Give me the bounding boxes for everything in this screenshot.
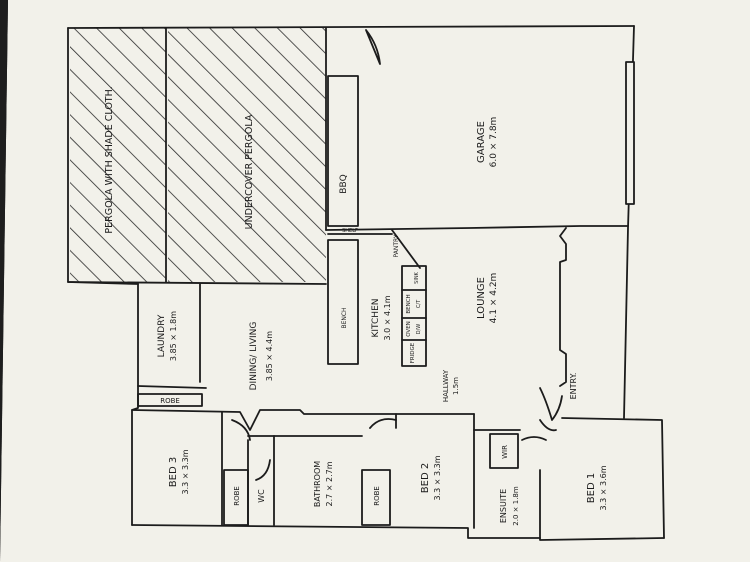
- kitchen-size: 3.0 × 4.1m: [383, 295, 392, 340]
- cooktop-label: C/T: [416, 299, 422, 308]
- fridge-label: FRIDGE: [410, 342, 416, 363]
- undercover-pergola-area: [168, 28, 326, 282]
- bed1-size: 3.3 × 3.6m: [599, 465, 608, 510]
- pantry-label: PANTRY: [393, 234, 400, 257]
- kitchen-pantry: [391, 229, 421, 269]
- laundry-bottom-wall: [137, 385, 207, 389]
- bedroom-wing-wall: [131, 409, 397, 431]
- bed2-name: BED 2: [420, 463, 431, 493]
- ensuite-name: ENSUITE: [499, 489, 508, 523]
- laundry-robe-label: ROBE: [160, 397, 180, 405]
- dw-label: D/W: [416, 324, 422, 335]
- kitchen-left-bench: [327, 239, 359, 365]
- bbq-label: BBQ: [339, 174, 349, 193]
- entry-door: [539, 387, 563, 421]
- garage-door: [625, 61, 635, 205]
- lounge-window: [559, 227, 567, 387]
- pergola-bottom: [67, 281, 327, 285]
- bed2-robe-label: ROBE: [373, 486, 381, 506]
- shelf-label: SHELF: [342, 228, 358, 234]
- outer-wall-bottom: [131, 524, 665, 541]
- wc-label: WC: [257, 489, 266, 503]
- bed3-robe-label: ROBE: [233, 486, 241, 506]
- paper-shadow: [0, 0, 8, 562]
- bed3-size: 3.3 × 3.3m: [181, 449, 190, 494]
- garage-size: 6.0 × 7.8m: [489, 117, 499, 168]
- outer-wall-left: [131, 283, 139, 526]
- bbq-bench: [327, 75, 359, 227]
- pergola-shade-label: PERGOLA WITH SHADE CLOTH.: [104, 86, 115, 233]
- bathroom-door: [369, 418, 397, 429]
- hallway-size: 1.5m: [452, 377, 460, 395]
- garage-bottom-wall: [325, 225, 629, 231]
- kitchen-right-bench: [401, 265, 427, 367]
- dining-size: 3.85 × 4.4m: [265, 331, 274, 381]
- lounge-size: 4.1 × 4.2m: [489, 273, 499, 324]
- dining-name: DINING/ LIVING: [249, 322, 259, 391]
- pergola-shade-area: [70, 28, 166, 282]
- lounge-name: LOUNGE: [476, 277, 487, 319]
- bathroom-size: 2.7 × 2.7m: [325, 461, 334, 506]
- outer-wall-top: [67, 25, 635, 29]
- kitchen-name: KITCHEN: [371, 299, 381, 338]
- undercover-pergola-label: UNDERCOVER PERGOLA: [244, 114, 255, 229]
- ensuite-door: [521, 436, 547, 441]
- oven-label: OVEN: [406, 321, 412, 337]
- bathroom-name: BATHROOM: [313, 461, 322, 507]
- wir-label: WIR: [501, 445, 509, 459]
- bed3-door: [231, 419, 251, 441]
- bed1-name: BED 1: [586, 473, 597, 503]
- wc-door: [255, 459, 271, 481]
- garage-pergola-door: [365, 29, 381, 65]
- wir-room: [489, 433, 519, 469]
- laundry-name: LAUNDRY: [157, 314, 167, 357]
- bed1-door: [539, 419, 557, 432]
- bed2-size: 3.3 × 3.3m: [433, 455, 442, 500]
- bed3-name: BED 3: [168, 457, 179, 487]
- bench-left-label: BENCH: [341, 307, 348, 328]
- ensuite-size: 2.0 × 1.8m: [512, 486, 520, 526]
- laundry-robe: [137, 393, 203, 407]
- bench-right-label: BENCH: [406, 294, 412, 313]
- garage-name: GARAGE: [476, 121, 487, 163]
- bed2-robe: [361, 469, 391, 526]
- sink-label: SINK: [414, 271, 420, 283]
- laundry-size: 3.85 × 1.8m: [169, 311, 178, 361]
- outer-wall-bed1-right: [561, 417, 665, 539]
- entry-label: ENTRY.: [569, 373, 578, 400]
- hallway-name: HALLWAY: [442, 369, 450, 402]
